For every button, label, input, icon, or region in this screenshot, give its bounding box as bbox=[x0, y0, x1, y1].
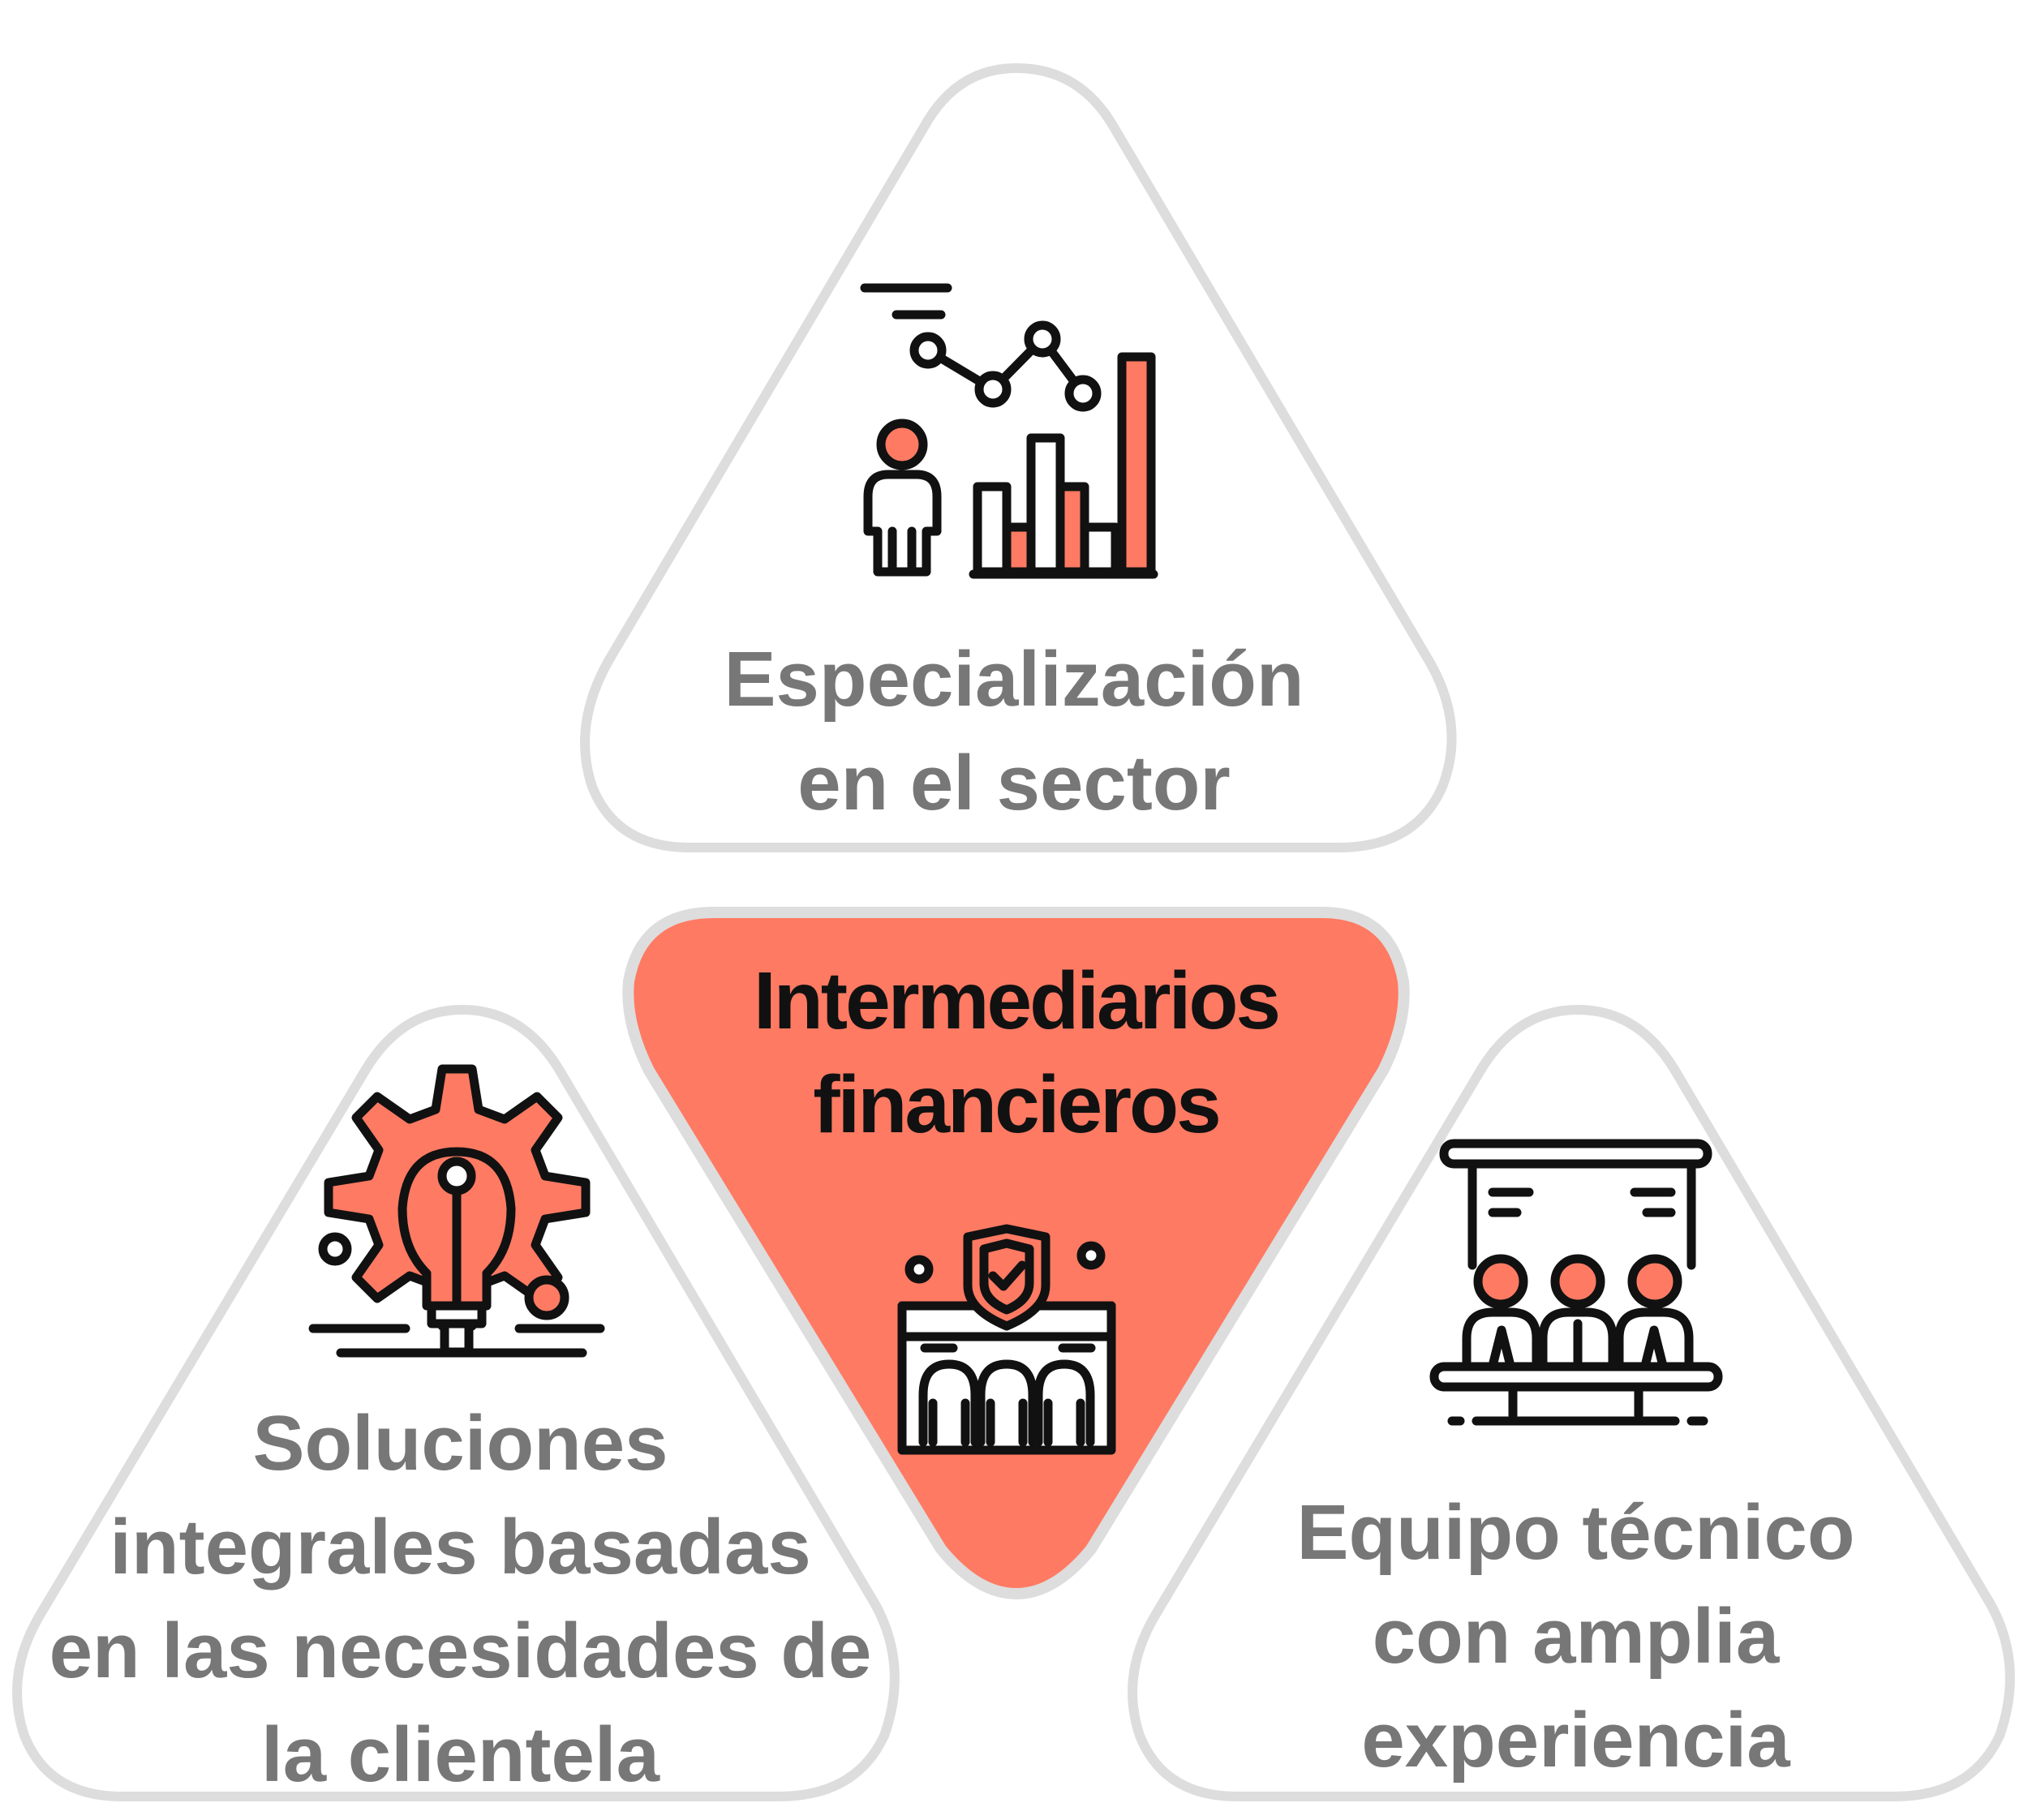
left-label-line: la clientela bbox=[261, 1711, 660, 1798]
center-title-line: Intermediarios bbox=[753, 955, 1281, 1046]
bank-shield-icon bbox=[897, 1224, 1116, 1455]
top-triangle bbox=[580, 62, 1457, 852]
right-label-line: Equipo técnico bbox=[1296, 1489, 1855, 1576]
left-label-line: en las necesidades de bbox=[49, 1608, 872, 1694]
left-triangle bbox=[12, 1004, 900, 1801]
left-label-line: Soluciones bbox=[252, 1400, 668, 1487]
right-triangle bbox=[1128, 1004, 2015, 1801]
left-label-line: integrales basadas bbox=[110, 1504, 811, 1590]
top-label-line: Especialización bbox=[724, 636, 1304, 723]
top-label-line: en el sector bbox=[797, 740, 1231, 826]
gear-lightbulb-icon bbox=[308, 1064, 605, 1358]
right-label-line: experiencia bbox=[1361, 1697, 1790, 1784]
center-title-line: financieros bbox=[813, 1059, 1222, 1150]
left-label: Soluciones integrales basadas en las nec… bbox=[24, 1392, 896, 1807]
right-label: Equipo técnico con amplia experiencia bbox=[1152, 1481, 2000, 1792]
top-label: Especialización en el sector bbox=[649, 628, 1379, 835]
center-title: Intermediarios financieros bbox=[633, 949, 1399, 1157]
team-presentation-icon bbox=[1429, 1139, 1723, 1426]
analyst-chart-icon bbox=[860, 283, 1158, 579]
right-label-line: con amplia bbox=[1372, 1593, 1780, 1680]
